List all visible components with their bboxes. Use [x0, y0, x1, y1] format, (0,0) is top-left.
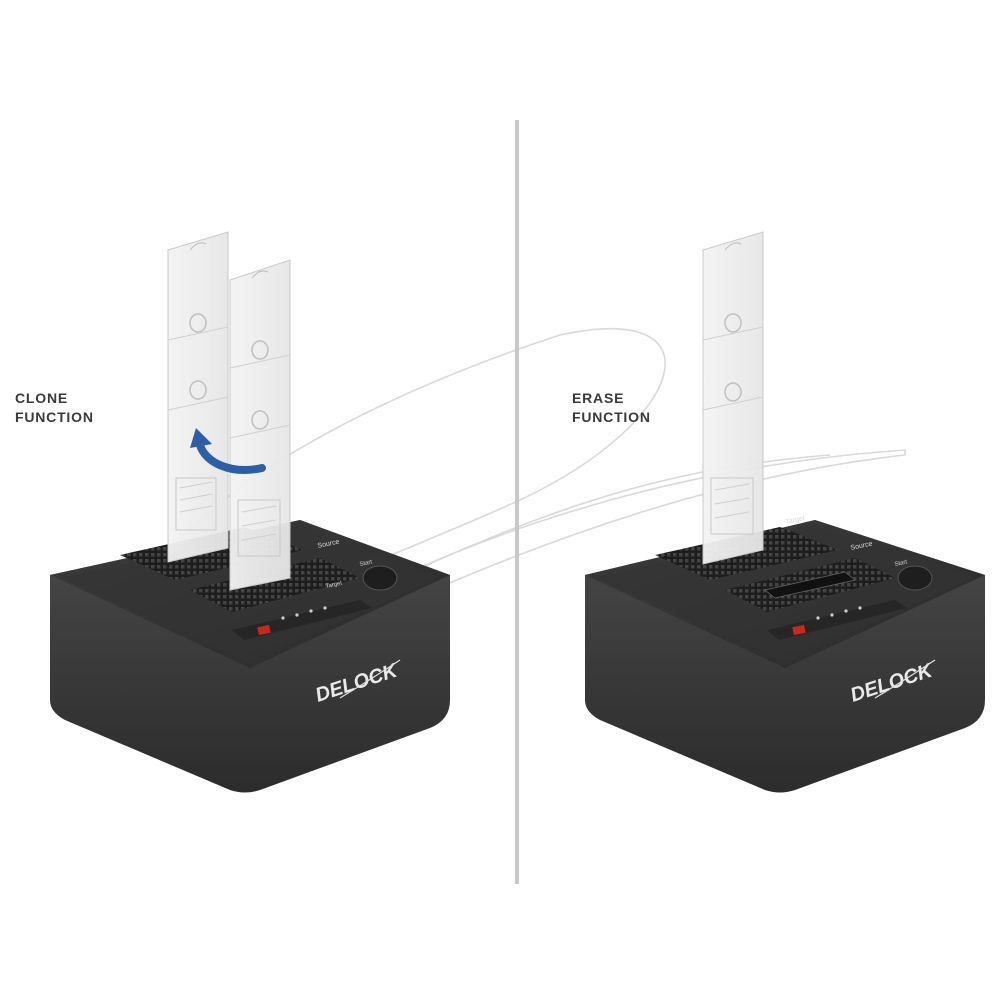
erase-function-label: ERASE FUNCTION: [572, 389, 651, 427]
clone-function-label: CLONE FUNCTION: [15, 389, 94, 427]
source-label: Source: [317, 538, 340, 549]
ssd-card-target: [229, 259, 291, 591]
start-button[interactable]: [897, 565, 933, 591]
target-label: Target: [785, 515, 806, 526]
start-label: Start: [359, 559, 373, 568]
empty-connector: [764, 571, 856, 599]
target-label: Target: [325, 581, 343, 590]
progress-leds: [816, 606, 862, 620]
erase-title-line2: FUNCTION: [572, 409, 651, 425]
target-slot: [190, 558, 360, 612]
start-button[interactable]: [362, 565, 398, 591]
progress-leds: [281, 606, 327, 620]
start-label: Start: [894, 559, 908, 568]
clone-arrow-icon: [190, 428, 266, 474]
ssd-card-source: [167, 231, 229, 563]
mode-switch[interactable]: [257, 624, 271, 636]
clone-title-line2: FUNCTION: [15, 409, 94, 425]
ssd-card-erase: [702, 231, 764, 565]
mode-switch[interactable]: [792, 624, 806, 636]
erase-title-line1: ERASE: [572, 390, 625, 406]
clone-title-line1: CLONE: [15, 390, 68, 406]
source-label: Source: [850, 540, 873, 551]
erase-dock: Source Target Start DELOCK: [585, 515, 985, 793]
clone-dock: Source Target Start DELOCK: [50, 520, 450, 793]
